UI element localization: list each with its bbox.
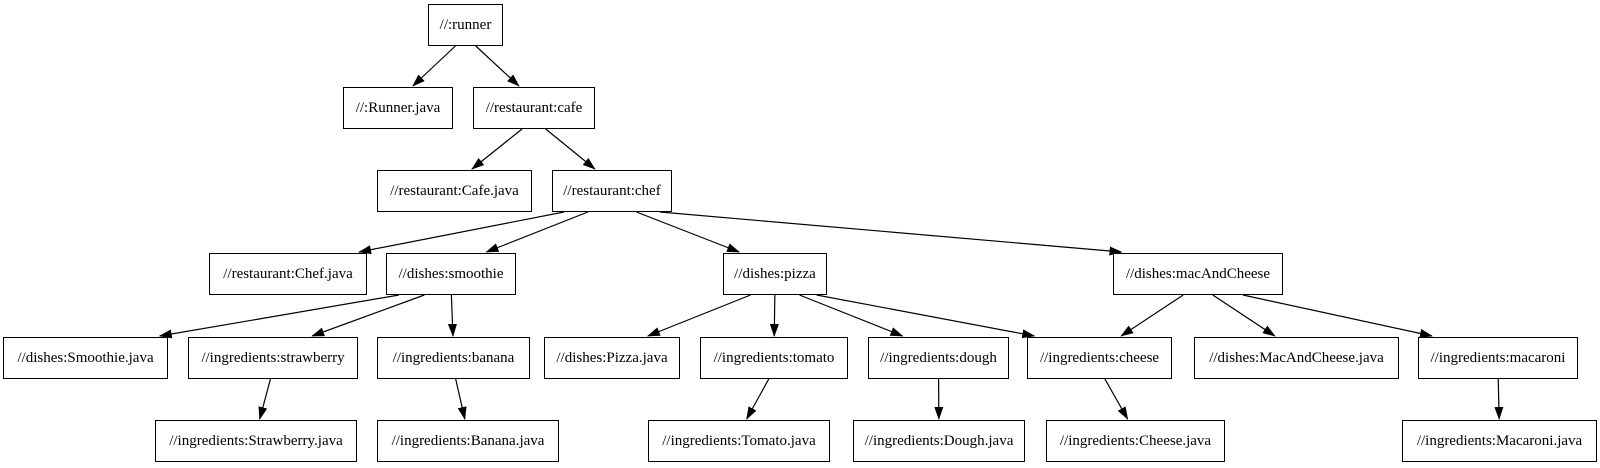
graph-node-strawberry: //ingredients:strawberry	[188, 337, 358, 379]
graph-node-tomato_java: //ingredients:Tomato.java	[648, 420, 830, 462]
graph-node-smoothie: //dishes:smoothie	[386, 253, 516, 295]
graph-node-chef: //restaurant:chef	[552, 170, 672, 212]
graph-node-chef_java: //restaurant:Chef.java	[209, 253, 367, 295]
graph-node-dough: //ingredients:dough	[868, 337, 1009, 379]
graph-edge-pizza-to-tomato	[769, 294, 779, 337]
graph-edge-pizza-to-dough	[799, 294, 904, 337]
graph-edge-runner-to-runner_java	[412, 45, 456, 87]
graph-edge-smoothie-to-banana	[447, 294, 457, 337]
graph-node-cafe_java: //restaurant:Cafe.java	[377, 170, 532, 212]
graph-edge-banana-to-banana_java	[455, 378, 467, 420]
graph-edge-macandcheese-to-macaroni	[1242, 294, 1433, 338]
graph-edge-smoothie-to-strawberry	[311, 294, 425, 337]
graph-edge-chef-to-pizza	[636, 211, 741, 253]
graph-node-dough_java: //ingredients:Dough.java	[853, 420, 1025, 462]
graph-edge-cafe-to-cafe_java	[471, 128, 523, 170]
graph-edge-pizza-to-cheese	[816, 294, 1036, 339]
graph-edge-chef-to-chef_java	[358, 211, 565, 255]
graph-edge-chef-to-macandcheese	[659, 211, 1123, 256]
graph-edge-chef-to-smoothie	[485, 211, 589, 253]
graph-edge-cafe-to-chef	[545, 128, 596, 170]
graph-edge-macaroni-to-macaroni_java	[1494, 378, 1504, 420]
graph-node-banana_java: //ingredients:Banana.java	[377, 420, 559, 462]
graph-node-strawberry_java: //ingredients:Strawberry.java	[155, 420, 357, 462]
graph-node-macandcheese_java: //dishes:MacAndCheese.java	[1194, 337, 1399, 379]
graph-node-macaroni_java: //ingredients:Macaroni.java	[1402, 420, 1597, 462]
graph-node-banana: //ingredients:banana	[377, 337, 530, 379]
graph-node-macaroni: //ingredients:macaroni	[1418, 337, 1578, 379]
graph-edge-pizza-to-pizza_java	[646, 294, 751, 337]
graph-edge-smoothie-to-smoothie_java	[158, 294, 400, 339]
graph-node-runner_java: //:Runner.java	[343, 87, 453, 129]
graph-node-macandcheese: //dishes:macAndCheese	[1113, 253, 1283, 295]
graph-node-cafe: //restaurant:cafe	[473, 87, 595, 129]
graph-node-cheese_java: //ingredients:Cheese.java	[1046, 420, 1225, 462]
graph-node-smoothie_java: //dishes:Smoothie.java	[3, 337, 168, 379]
graph-node-tomato: //ingredients:tomato	[700, 337, 848, 379]
graph-edge-macandcheese-to-cheese	[1120, 294, 1184, 337]
graph-node-cheese: //ingredients:cheese	[1027, 337, 1172, 379]
graph-edge-runner-to-cafe	[475, 45, 520, 87]
graph-edge-strawberry-to-strawberry_java	[258, 378, 272, 420]
graph-node-pizza_java: //dishes:Pizza.java	[544, 337, 680, 379]
graph-node-pizza: //dishes:pizza	[723, 253, 827, 295]
graph-edge-cheese-to-cheese_java	[1104, 378, 1129, 420]
graph-node-runner: //:runner	[428, 4, 503, 46]
graph-edge-macandcheese-to-macandcheese_java	[1212, 294, 1276, 337]
graph-edge-tomato-to-tomato_java	[746, 378, 770, 420]
